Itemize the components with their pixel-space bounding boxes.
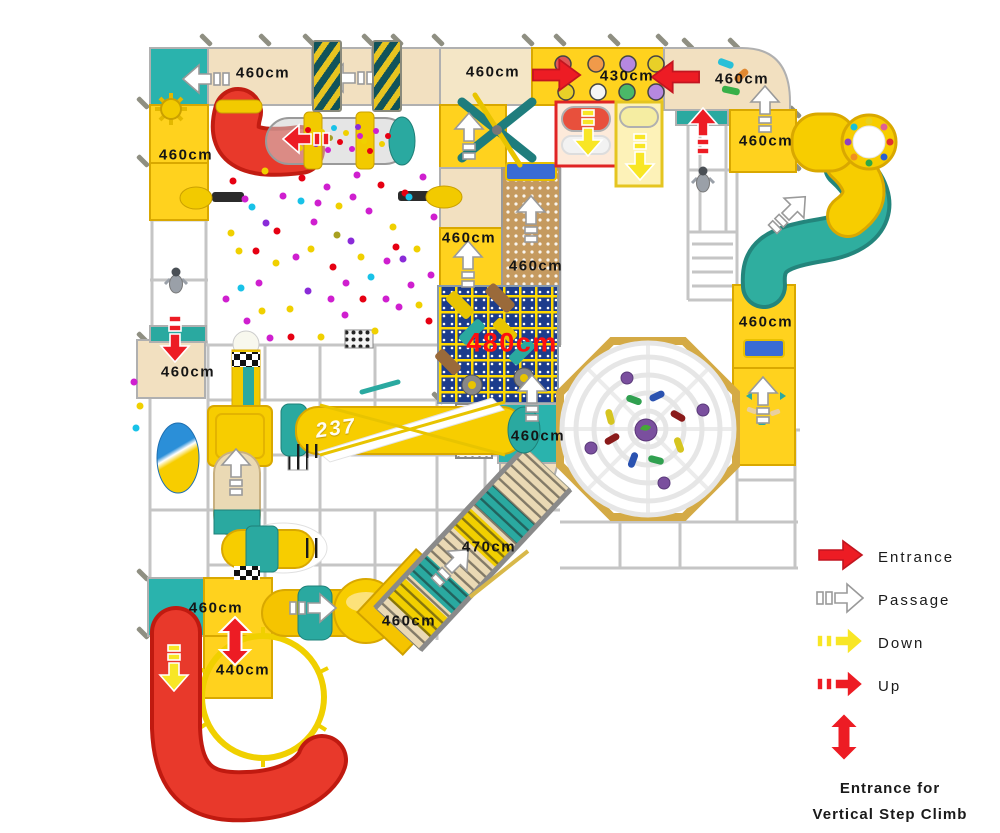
hazard-stripe-bar	[312, 40, 342, 112]
legend-item-down: Down	[800, 624, 980, 660]
platform-panel	[439, 47, 533, 106]
legend-footer-line2: Vertical Step Climb	[812, 806, 968, 824]
legend-item-entrance: Entrance	[800, 538, 980, 574]
s-curve-slide	[740, 140, 892, 309]
teal-step	[149, 325, 207, 343]
spider-web-octagon	[556, 337, 740, 521]
sign-board	[505, 162, 557, 181]
red-curved-slide	[150, 606, 348, 823]
sign-board	[743, 339, 785, 358]
bubble-window	[840, 113, 898, 171]
roller	[619, 106, 659, 128]
ball-cannon-right	[398, 185, 463, 209]
roller	[561, 135, 611, 155]
platform-panel	[439, 227, 507, 287]
legend-label: Passage	[878, 591, 951, 609]
rounded-corner-panel	[663, 47, 791, 111]
hazard-stripe-bar	[372, 40, 402, 112]
egg-chair	[156, 422, 200, 494]
slide-entry-rim	[215, 99, 263, 114]
up-arrow-icon	[816, 666, 865, 707]
dotted-pad	[344, 329, 374, 349]
spike-ball	[155, 93, 187, 125]
ball-cannon-left	[179, 186, 244, 210]
rope-bridge	[373, 445, 573, 652]
web-obstacles	[584, 371, 710, 490]
kid-figure	[690, 166, 716, 193]
platform-panel	[732, 284, 796, 466]
roller	[561, 106, 611, 132]
vertical-tube	[213, 451, 261, 537]
support-stick	[468, 549, 530, 599]
legend-footer: Entrance for Vertical Step Climb	[800, 776, 980, 829]
teal-step	[675, 109, 729, 126]
platform-panel	[337, 47, 373, 106]
platform-panel	[397, 47, 441, 106]
checkered-tower	[231, 330, 261, 415]
legend-item-vclimb	[800, 711, 980, 768]
entrance-arrow-icon	[816, 537, 864, 578]
down-arrow-icon	[816, 623, 865, 664]
legend-item-passage: Passage	[800, 581, 980, 617]
submarine-feature	[221, 522, 328, 580]
platform-panel	[203, 635, 273, 699]
passage-arrow-icon	[816, 580, 865, 621]
platform-panel	[136, 339, 206, 399]
ball-blaster-tube	[265, 111, 416, 170]
foam-logs	[717, 58, 749, 96]
legend-item-up: Up	[800, 667, 980, 703]
legend-label: Down	[878, 634, 925, 652]
platform-panel	[149, 47, 209, 106]
legend-label: Up	[878, 677, 902, 695]
platform-panel	[729, 109, 797, 173]
airplane-feature	[280, 379, 541, 463]
vclimb-arrow-icon	[826, 711, 862, 768]
kid-figure	[163, 267, 189, 294]
legend-label: Entrance	[878, 548, 955, 566]
legend-footer-line1: Entrance for	[839, 780, 941, 797]
climb-grid-obstacles	[435, 283, 535, 396]
